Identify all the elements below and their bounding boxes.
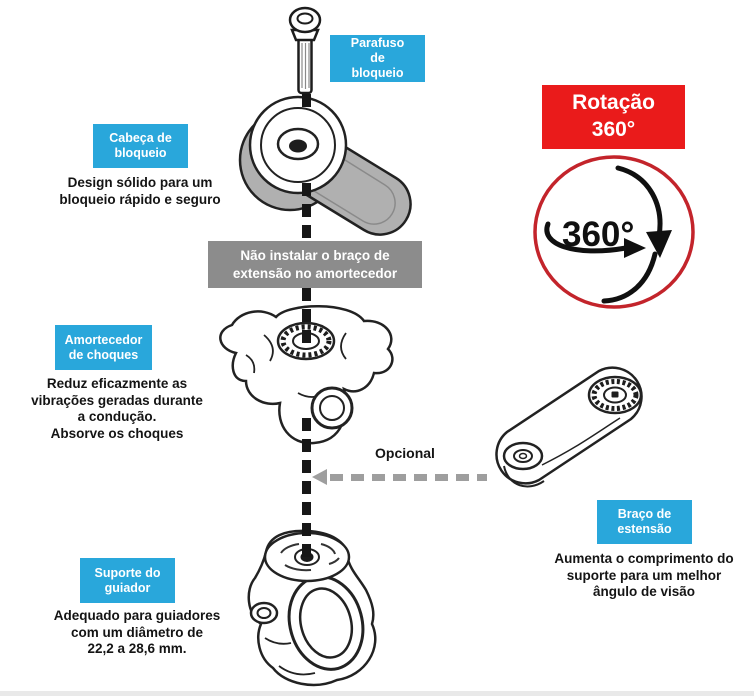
handlebar-mount-label: Suporte do guiador bbox=[80, 558, 175, 603]
handlebar-mount-description: Adequado para guiadores com um diâmetro … bbox=[53, 608, 221, 657]
warning-box: Não instalar o braço de extensão no amor… bbox=[208, 241, 422, 288]
locking-bolt-illustration bbox=[288, 6, 322, 95]
rotation-degrees-text: 360° bbox=[562, 215, 634, 254]
locking-bolt-label: Parafuso de bloqueio bbox=[330, 35, 425, 82]
shock-absorber-label: Amortecedor de choques bbox=[55, 325, 152, 370]
rotation-alert-box: Rotação 360° bbox=[542, 85, 685, 149]
optional-arrow-line bbox=[330, 474, 487, 481]
locking-head-description: Design sólido para um bloqueio rápido e … bbox=[59, 175, 221, 207]
axis-dash-segment-3 bbox=[302, 288, 311, 346]
bottom-edge-strip bbox=[0, 691, 754, 696]
handlebar-mount-illustration bbox=[247, 529, 377, 687]
locking-head-illustration bbox=[238, 95, 412, 236]
shock-absorber-description: Reduz eficazmente as vibrações geradas d… bbox=[31, 376, 203, 442]
axis-dash-segment-2 bbox=[302, 183, 311, 241]
axis-dash-segment-1 bbox=[302, 94, 311, 115]
extension-arm-label: Braço de estensão bbox=[597, 500, 692, 544]
axis-dash-segment-4 bbox=[302, 418, 311, 561]
extension-arm-illustration bbox=[495, 366, 643, 488]
rotation-360-badge: 360° bbox=[533, 155, 695, 309]
extension-arm-description: Aumenta o comprimento do suporte para um… bbox=[554, 551, 734, 600]
optional-label: Opcional bbox=[375, 445, 435, 461]
locking-head-label: Cabeça de bloqueio bbox=[93, 124, 188, 168]
optional-arrow-head bbox=[312, 469, 327, 485]
